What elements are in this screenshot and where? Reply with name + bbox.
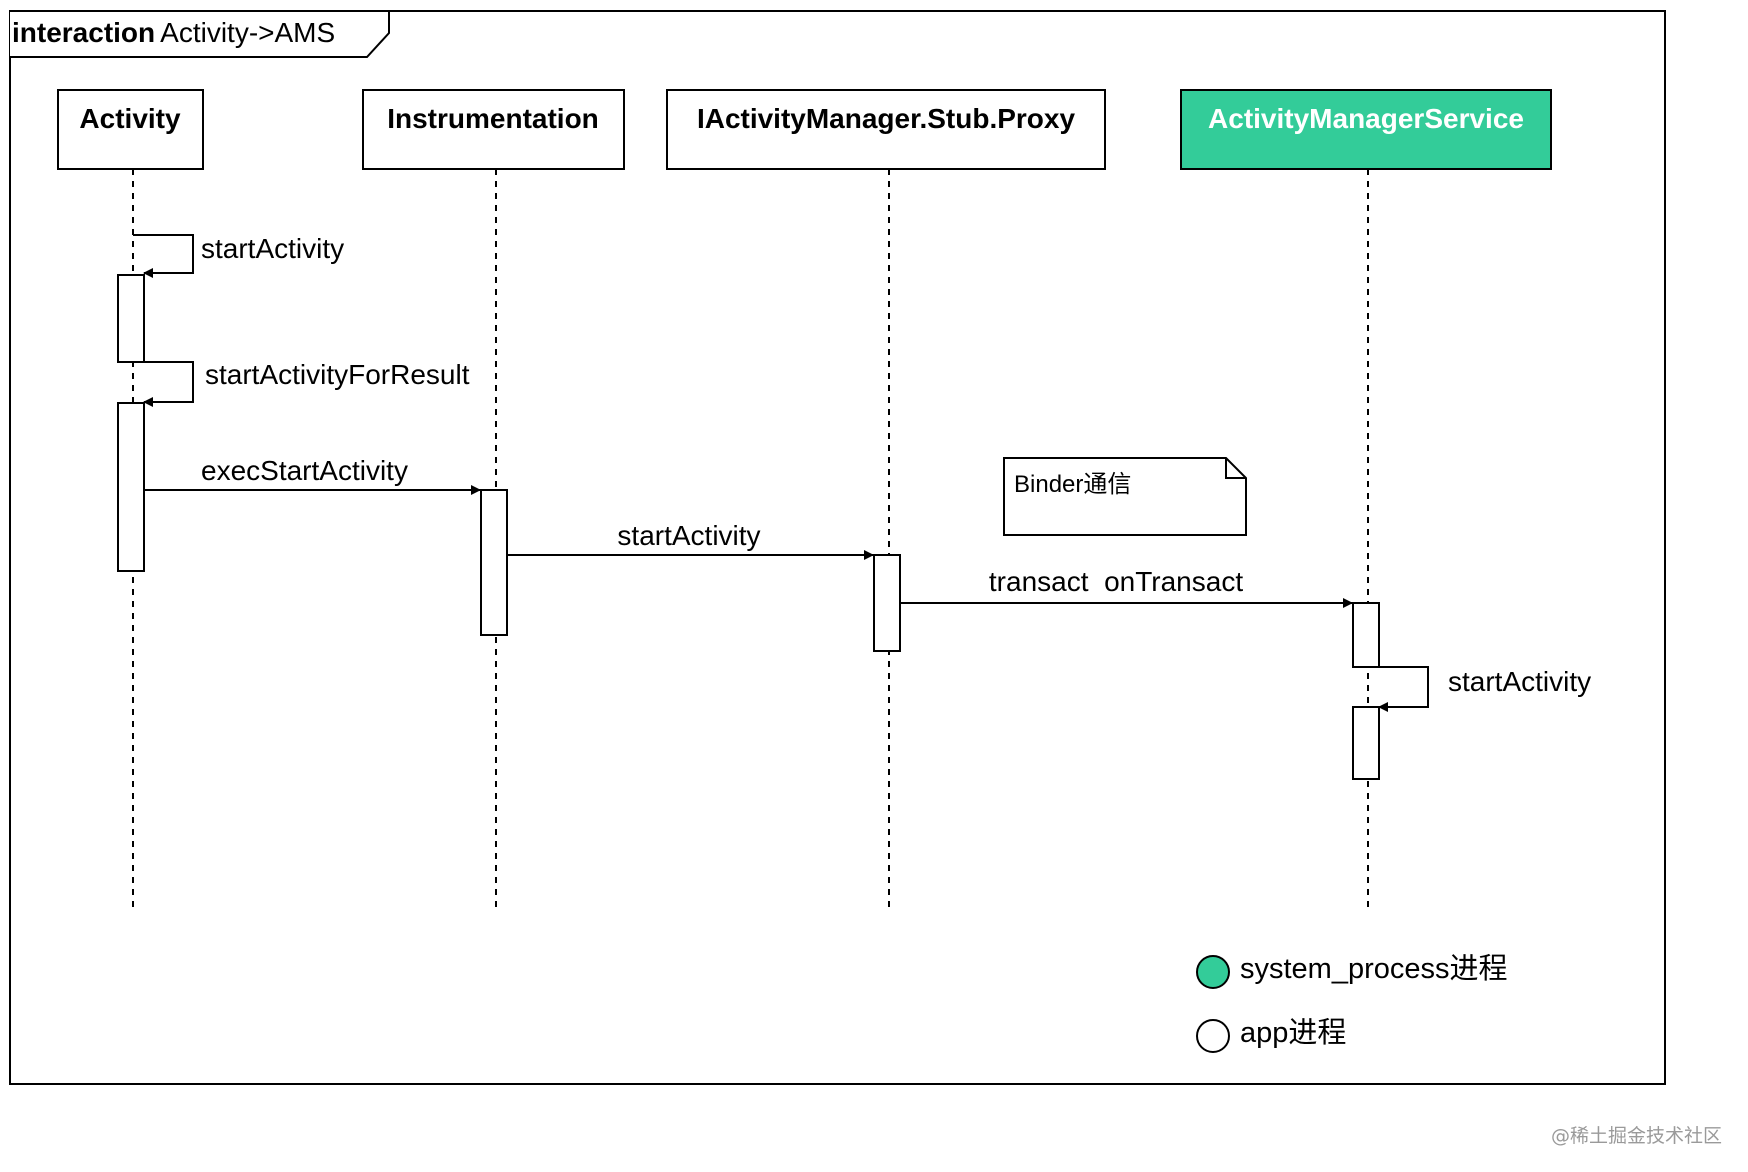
message-label: transact onTransact: [989, 566, 1243, 597]
lifeline-label-activity: Activity: [79, 103, 181, 134]
legend-swatch-empty: [1196, 1019, 1230, 1053]
message-execStartActivity: execStartActivity: [144, 455, 481, 495]
lifeline-box-ams: [1180, 89, 1552, 170]
frame-name: Activity->AMS: [160, 17, 335, 48]
activation-bar-activity-2: [117, 402, 145, 572]
legend-item-system-process: system_process进程: [1196, 953, 1508, 989]
message-activity-startActivityForResult: startActivityForResult: [143, 359, 470, 407]
message-label: startActivity: [201, 233, 344, 264]
activation-bar-ams-1: [1352, 602, 1380, 668]
lifeline-instrumentation: Instrumentation: [362, 89, 625, 908]
lifeline-label-ams: ActivityManagerService: [1208, 103, 1524, 134]
lifeline-ams: ActivityManagerService: [1180, 89, 1552, 908]
lifeline-box-proxy: [666, 89, 1106, 170]
legend-item-app: app进程: [1196, 1017, 1346, 1053]
note-binder: Binder通信: [1003, 457, 1247, 536]
legend: system_process进程 app进程: [1196, 953, 1508, 1053]
lifeline-box-instrumentation: [362, 89, 625, 170]
legend-label: app进程: [1240, 1017, 1346, 1049]
activation-bar-proxy: [873, 554, 901, 652]
watermark: @稀土掘金技术社区: [1551, 1125, 1722, 1147]
message-label: startActivity: [617, 520, 760, 551]
message-activity-startActivity: startActivity: [133, 233, 344, 278]
activation-bar-activity-1: [117, 274, 145, 363]
activation-bar-ams-2: [1352, 706, 1380, 780]
legend-swatch-filled: [1196, 955, 1230, 989]
message-label: execStartActivity: [201, 455, 408, 486]
note-shape: [1003, 457, 1247, 536]
message-ams-startActivity: startActivity: [1378, 666, 1591, 712]
note-fold: [1225, 458, 1246, 479]
lifeline-box-activity: [57, 89, 204, 170]
lifeline-label-instrumentation: Instrumentation: [387, 103, 599, 134]
interaction-frame: [9, 10, 1666, 1085]
frame-keyword: interaction: [12, 17, 155, 48]
note-text: Binder通信: [1014, 471, 1131, 498]
message-label: startActivityForResult: [205, 359, 470, 390]
lifeline-label-proxy: IActivityManager.Stub.Proxy: [697, 103, 1076, 134]
message-instrumentation-startActivity: startActivity: [507, 520, 874, 560]
activation-bar-instrumentation: [480, 489, 508, 636]
message-arrow: [143, 361, 194, 407]
lifeline-proxy: IActivityManager.Stub.Proxy: [666, 89, 1106, 908]
message-arrow: [1378, 666, 1429, 712]
frame-tab: [10, 10, 390, 58]
legend-label: system_process进程: [1240, 953, 1508, 985]
message-arrow: [133, 234, 194, 278]
message-transact-onTransact: transact onTransact: [900, 566, 1353, 608]
message-label: startActivity: [1448, 666, 1591, 697]
